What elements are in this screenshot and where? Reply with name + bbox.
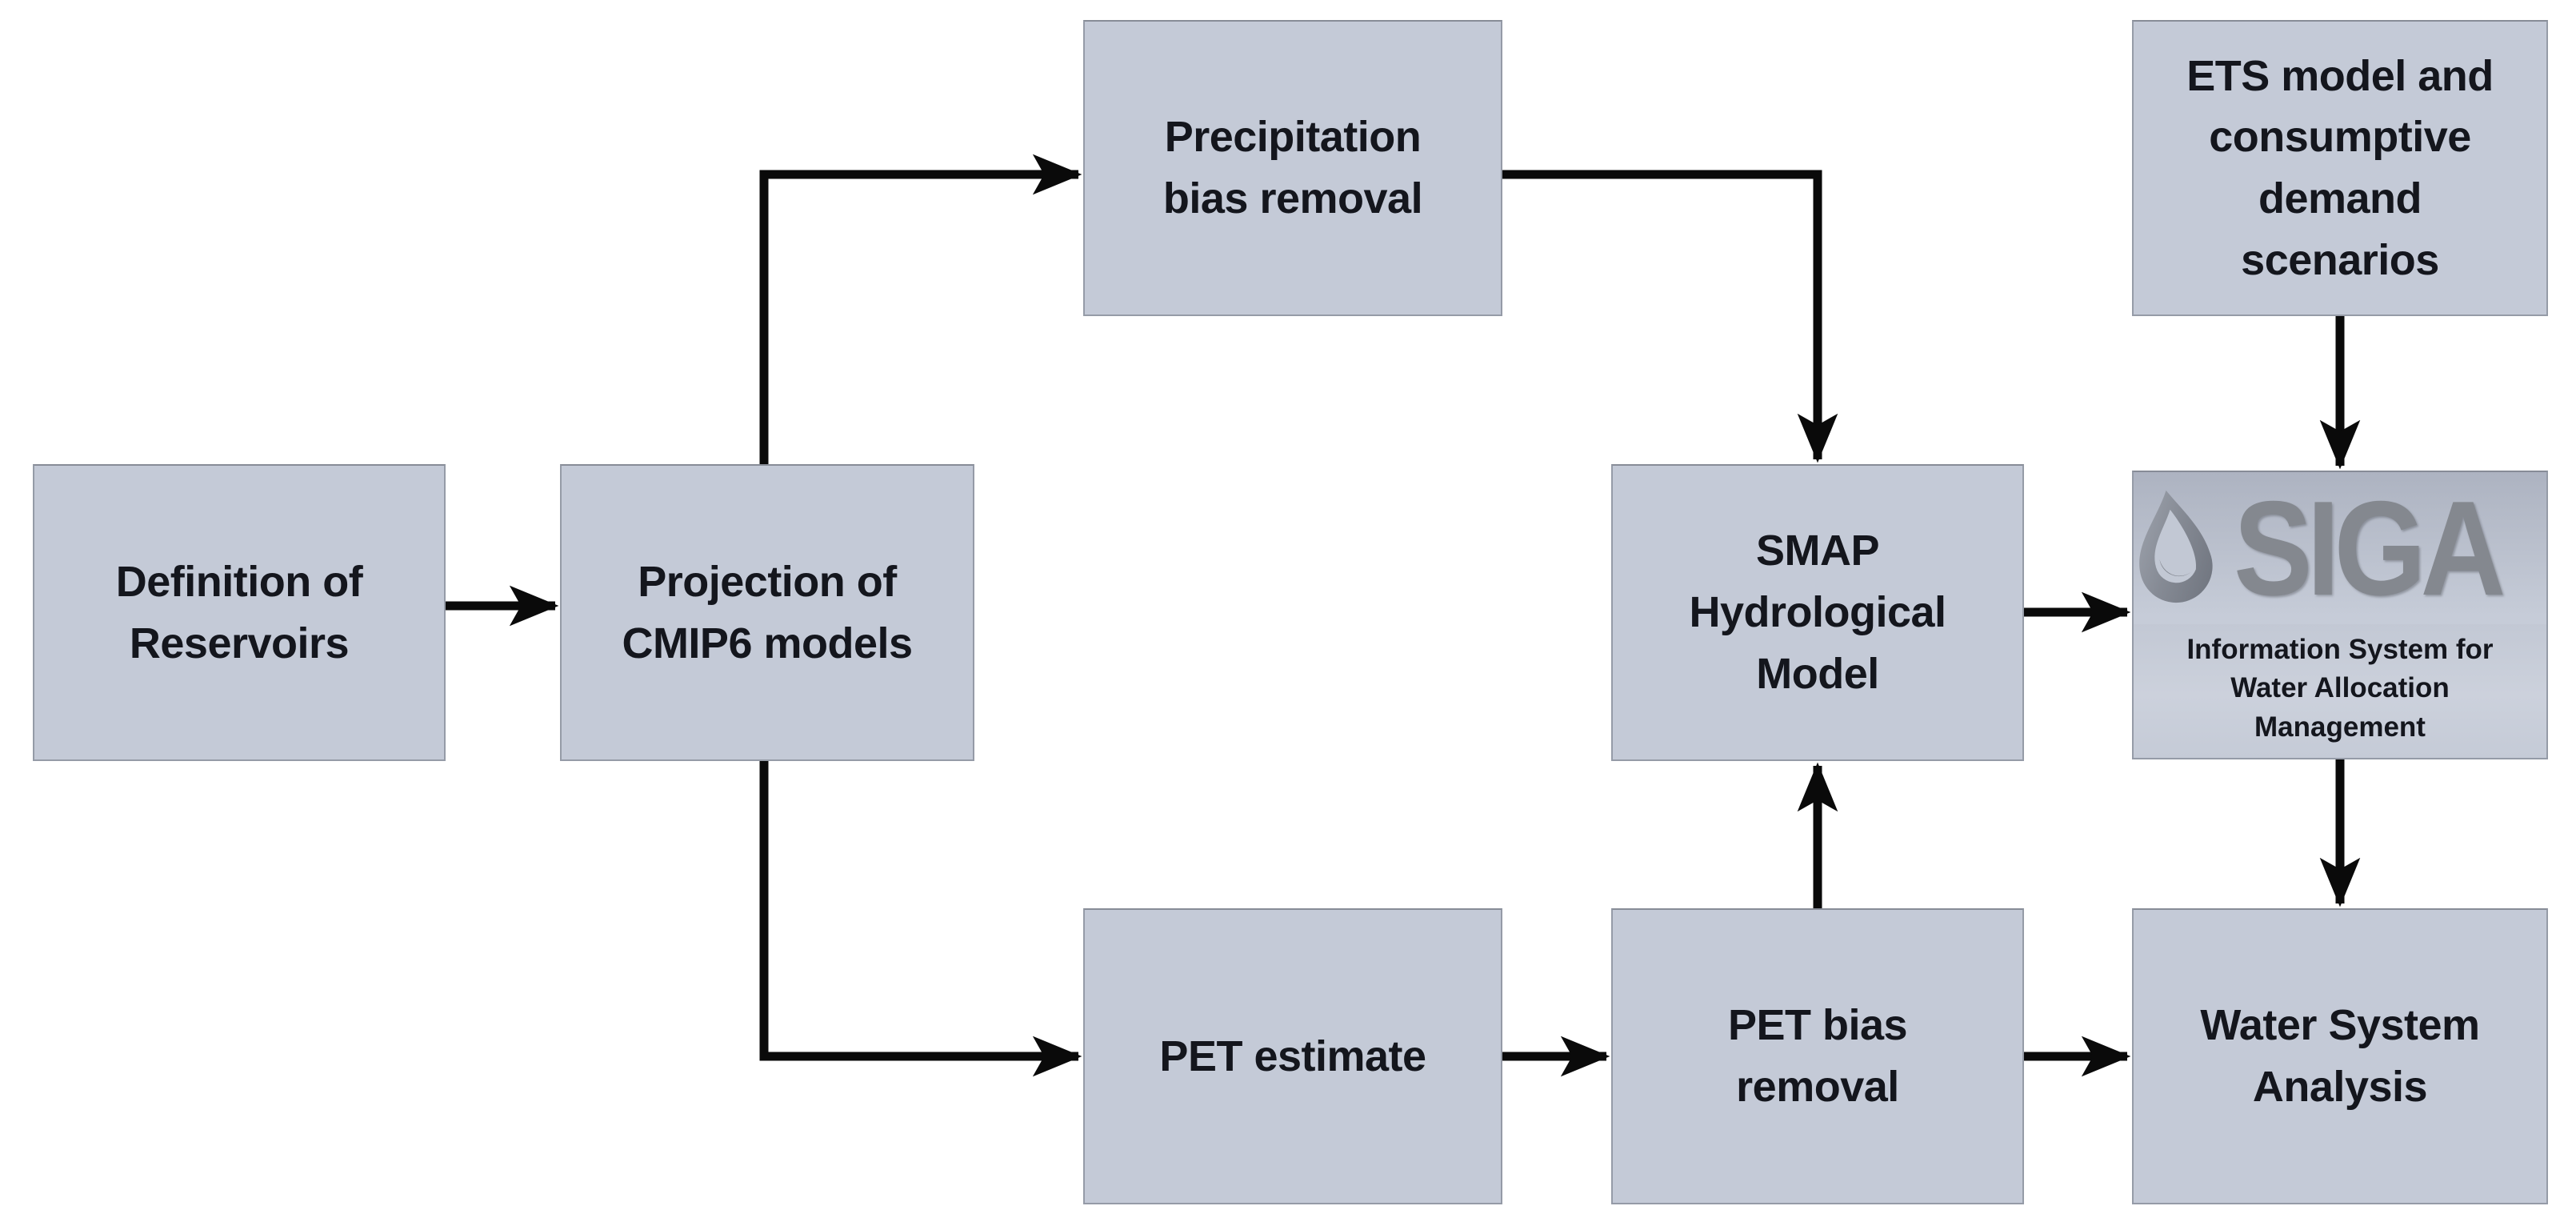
node-siga-information-system: SIGA Information System for Water Alloca… — [2132, 471, 2548, 759]
node-precipitation-bias-removal: Precipitation bias removal — [1083, 20, 1502, 316]
siga-wordmark-text: SIGA — [2233, 473, 2506, 623]
node-label: PET bias removal — [1727, 1001, 1908, 1111]
edge-projection-to-pet-estimate — [759, 761, 1082, 1077]
node-label: Projection of CMIP6 models — [622, 557, 913, 667]
node-label: Definition of Reservoirs — [115, 557, 363, 667]
water-drop-icon — [2138, 490, 2213, 603]
node-pet-bias-removal: PET bias removal — [1611, 908, 2024, 1204]
node-smap-hydrological-model: SMAP Hydrological Model — [1611, 464, 2024, 761]
node-pet-estimate: PET estimate — [1083, 908, 1502, 1204]
node-projection-of-cmip6-models: Projection of CMIP6 models — [560, 464, 974, 761]
node-water-system-analysis: Water System Analysis — [2132, 908, 2548, 1204]
siga-caption: Information System for Water Allocation … — [2186, 634, 2494, 743]
node-label: SMAP Hydrological Model — [1689, 527, 1946, 698]
node-definition-of-reservoirs: Definition of Reservoirs — [33, 464, 446, 761]
edge-precipitation-to-smap — [1502, 170, 1838, 463]
node-label: Precipitation bias removal — [1162, 113, 1423, 222]
siga-logo: SIGA — [2134, 472, 2546, 624]
node-ets-model-and-consumptive-demand-scenarios: ETS model and consumptive demand scenari… — [2132, 20, 2548, 316]
edge-projection-to-precipitation — [759, 154, 1082, 464]
node-label: ETS model and consumptive demand scenari… — [2186, 51, 2494, 284]
node-label: Water System Analysis — [2200, 1001, 2480, 1111]
node-label: PET estimate — [1159, 1032, 1426, 1080]
